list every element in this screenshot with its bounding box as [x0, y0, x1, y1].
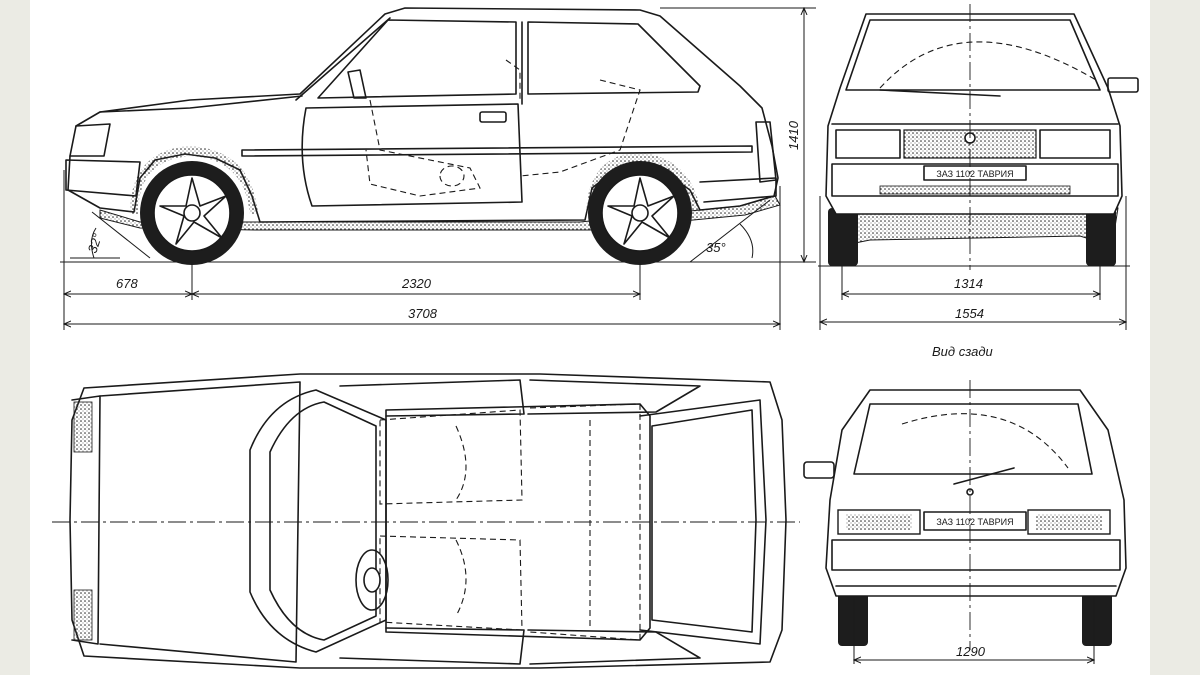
front-wheel-icon: [140, 161, 244, 265]
front-license-plate: ЗАЗ 1102 ТАВРИЯ: [936, 169, 1013, 179]
front-overhang-dimension: 678: [116, 276, 138, 291]
rear-wheel-icon: [588, 161, 692, 265]
rear-license-plate: ЗАЗ 1102 ТАВРИЯ: [936, 517, 1013, 527]
departure-angle-label: 35°: [706, 240, 726, 255]
steering-wheel-icon: [355, 549, 389, 611]
height-dimension: 1410: [786, 120, 801, 150]
front-track-dimension: 1314: [954, 276, 983, 291]
rear-track-dimension: 1290: [956, 644, 986, 659]
front-view: ЗАЗ 1102 ТАВРИЯ 1314 1554: [818, 4, 1139, 330]
approach-angle-label: 32°: [85, 232, 105, 255]
rear-view: Вид сзади ЗАЗ 1102 ТАВРИЯ 1290: [803, 344, 1127, 664]
top-view: [52, 373, 800, 669]
wheelbase-dimension: 2320: [401, 276, 432, 291]
rear-view-caption: Вид сзади: [932, 344, 993, 359]
side-view: 32° 35° 678 2320 3708 1410: [60, 8, 816, 330]
overall-length-dimension: 3708: [408, 306, 438, 321]
overall-width-dimension: 1554: [955, 306, 984, 321]
